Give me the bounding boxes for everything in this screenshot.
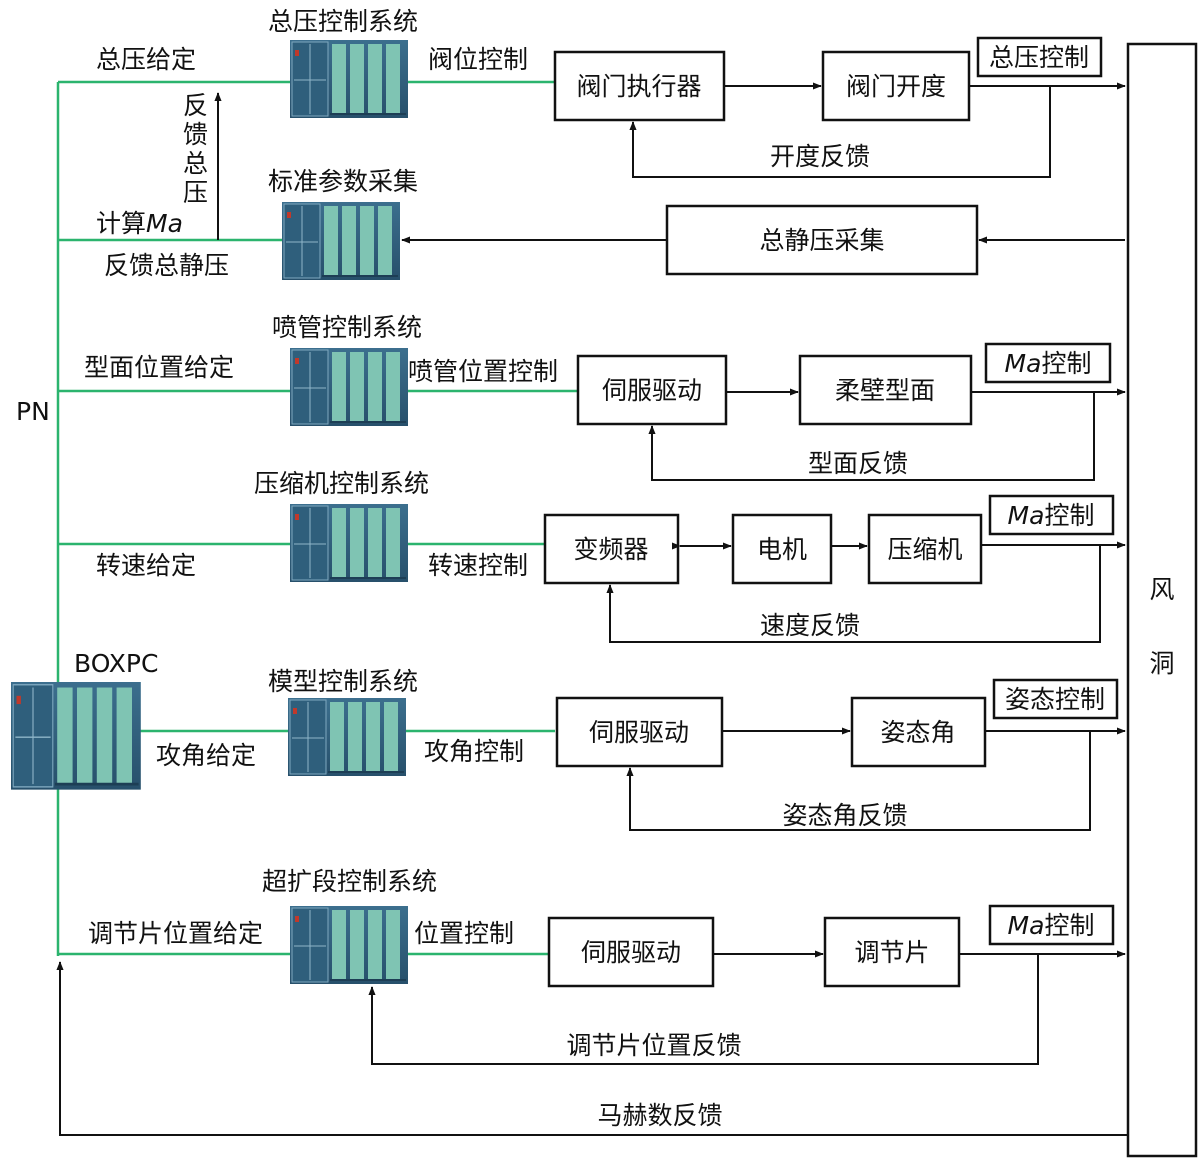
- pn-bus-label: PN: [16, 397, 50, 426]
- boxpc-label: BOXPC: [74, 649, 158, 678]
- flexible-wall-label: 柔壁型面: [835, 376, 935, 405]
- total-pressure-plc: [289, 39, 409, 119]
- motor-label: 电机: [757, 535, 807, 564]
- total-pressure-target-box: [976, 36, 1103, 78]
- nozzle-system-title: 喷管控制系统: [272, 313, 422, 342]
- compressor-system-title: 压缩机控制系统: [254, 469, 429, 498]
- nozzle-servo-drive-box: [576, 354, 728, 426]
- diffuser-servo-drive-label: 伺服驱动: [581, 938, 681, 967]
- valve-opening-box: [821, 50, 971, 122]
- attitude-target-box: [992, 678, 1119, 720]
- parameter-acquisition-title: 标准参数采集: [268, 167, 418, 196]
- attitude-angle-label: 姿态角: [880, 718, 955, 747]
- compressor-plc: [289, 503, 409, 583]
- diffuser-servo-drive-box: [547, 916, 715, 988]
- parameter-acquisition-plc: [281, 201, 401, 281]
- mach-feedback-line: [56, 961, 1128, 1136]
- valve-position-control-label: 阀位控制: [428, 45, 528, 74]
- valve-opening-label: 阀门开度: [846, 72, 946, 101]
- wind-tunnel-label-1: 风: [1149, 575, 1174, 604]
- position-control-label: 位置控制: [414, 919, 514, 948]
- profile-position-setpoint: 型面位置给定: [84, 353, 234, 382]
- attitude-angle-feedback-label: 姿态角反馈: [782, 801, 907, 830]
- nozzle-servo-drive-label: 伺服驱动: [602, 376, 702, 405]
- inverter-box: [543, 513, 680, 585]
- static-pressure-acquisition-label: 总静压采集: [759, 226, 884, 255]
- model-servo-drive-label: 伺服驱动: [589, 718, 689, 747]
- model-system-title: 模型控制系统: [268, 667, 418, 696]
- mach-feedback-label: 马赫数反馈: [597, 1101, 722, 1130]
- total-pressure-setpoint: 总压给定: [96, 45, 196, 74]
- adjusting-flap-label: 调节片: [854, 938, 929, 967]
- compressor-box: [867, 513, 983, 585]
- speed-feedback-label: 速度反馈: [760, 611, 860, 640]
- opening-feedback-label: 开度反馈: [770, 142, 870, 171]
- feedback-total-pressure-char-2: 馈: [183, 120, 208, 149]
- valve-actuator-label: 阀门执行器: [576, 72, 701, 101]
- nozzle-position-control-label: 喷管位置控制: [408, 357, 558, 386]
- wind-tunnel-box: [1126, 42, 1198, 1158]
- feedback-total-pressure-char-4: 压: [183, 178, 208, 207]
- total-pressure-target-label: 总压控制: [989, 43, 1089, 72]
- boxpc-device: [9, 680, 143, 792]
- speed-setpoint: 转速给定: [96, 551, 196, 580]
- diffuser-system-title: 超扩段控制系统: [262, 867, 437, 896]
- feedback-total-pressure-char-1: 反: [183, 91, 208, 120]
- model-plc: [287, 697, 407, 777]
- motor-box: [731, 513, 833, 585]
- profile-feedback-label: 型面反馈: [808, 449, 908, 478]
- feedback-total-pressure-char-3: 总: [183, 149, 208, 178]
- compressor-ma-target-box: [988, 494, 1115, 536]
- flap-position-feedback-label: 调节片位置反馈: [566, 1031, 741, 1060]
- total-pressure-system-title: 总压控制系统: [268, 7, 418, 36]
- angle-of-attack-control-label: 攻角控制: [424, 737, 524, 766]
- diffuser-plc: [289, 905, 409, 985]
- flexible-wall-box: [798, 354, 973, 426]
- nozzle-ma-target-label: Ma控制: [1005, 349, 1092, 378]
- flap-position-setpoint: 调节片位置给定: [88, 919, 263, 948]
- speed-control-label: 转速控制: [428, 551, 528, 580]
- nozzle-plc: [289, 347, 409, 427]
- angle-of-attack-setpoint: 攻角给定: [156, 741, 256, 770]
- valve-actuator-box: [553, 50, 726, 122]
- diffuser-ma-target-label: Ma控制: [1008, 911, 1095, 940]
- feedback-static-pressure-label: 反馈总静压: [104, 251, 229, 280]
- model-servo-drive-box: [555, 696, 724, 768]
- adjusting-flap-box: [823, 916, 961, 988]
- compressor-ma-target-label: Ma控制: [1008, 501, 1095, 530]
- wind-tunnel-label-2: 洞: [1149, 649, 1174, 678]
- compressor-label: 压缩机: [887, 535, 962, 564]
- attitude-target-label: 姿态控制: [1005, 685, 1105, 714]
- calculate-ma-label: 计算Ma: [96, 209, 183, 238]
- nozzle-ma-target-box: [984, 342, 1112, 384]
- inverter-label: 变频器: [573, 535, 648, 564]
- static-pressure-acquisition-box: [665, 204, 979, 276]
- diffuser-ma-target-box: [988, 904, 1115, 946]
- attitude-angle-box: [850, 696, 987, 768]
